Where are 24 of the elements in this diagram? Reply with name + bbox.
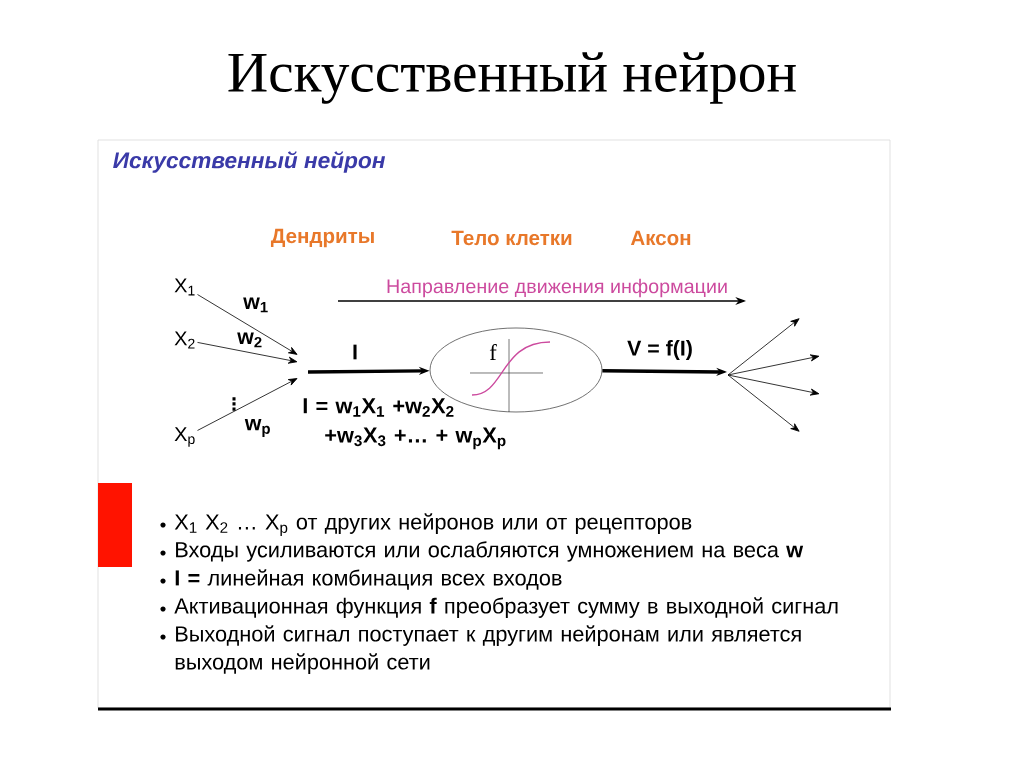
bullet-item: Входы усиливаются или ослабляются умножением на веса w [160,541,804,562]
input-label: X$_{p}$ [174,427,195,447]
edge-label: w$_{p}$ [244,419,270,437]
section-label: Тело клетки [451,230,572,246]
arrow [197,378,298,431]
edge-label: I [353,344,357,360]
arrow [197,294,298,355]
bullet-item: Выходной сигнал поступает к другим нейронам или является выходом нейронной сети [160,625,801,674]
edge-label: w$_{1}$ [243,297,268,313]
sum-formula: I = w$_{1}$X$_{1}$ +w$_{2}$X$_{2}$ +w$_{3}$X$_{3}$ +… + w$_{p}$X$_{p}$ [303,398,506,450]
input-label: X$_{2}$ [174,331,195,349]
ellipsis-dots: ⋮ [232,397,236,411]
arrow [197,342,298,364]
section-label: Аксон [630,230,691,246]
bullet-item: X$_{1}$ X$_{2}$ … X$_{p}$ от других нейронов или от рецепторов [160,513,692,536]
direction-label: Направление движения информации [387,278,727,298]
bullet-item: I = линейная комбинация всех входов [160,569,562,590]
page-title: Искусственный нейрон [228,52,796,104]
edge-label: w$_{2}$ [237,332,262,348]
section-label: Дендриты [270,228,374,248]
bullet-item: Активационная функция f преобразует сумму в выходной сигнал [160,597,838,618]
edge-label: V = f(I) [627,340,692,360]
input-label: X$_{1}$ [174,278,195,296]
slide-heading: Искусственный нейрон [113,151,386,173]
